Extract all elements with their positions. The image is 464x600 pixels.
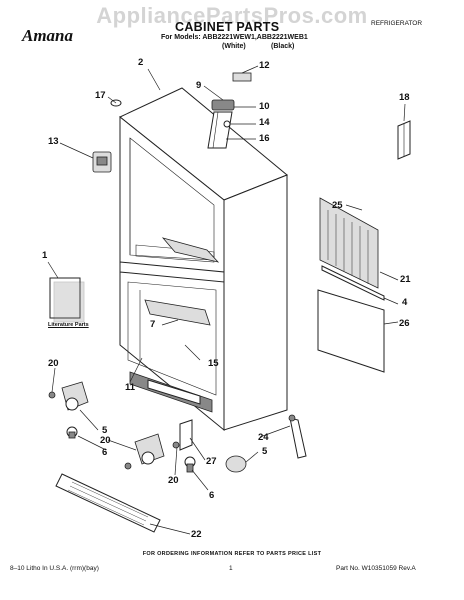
callout-24: 24 bbox=[258, 432, 269, 443]
part-18-bracket bbox=[397, 120, 411, 160]
rear-panels bbox=[317, 197, 385, 373]
category-label: REFRIGERATOR bbox=[371, 20, 423, 27]
callout-21: 21 bbox=[400, 274, 411, 285]
callout-20a: 20 bbox=[48, 358, 59, 369]
callout-9: 9 bbox=[196, 80, 202, 91]
callout-22: 22 bbox=[191, 529, 202, 540]
callout-26: 26 bbox=[399, 318, 410, 329]
watermark-text: AppliancePartsPros.com bbox=[96, 3, 368, 28]
callout-25: 25 bbox=[332, 200, 343, 211]
literature-label: Literature Parts bbox=[48, 322, 89, 328]
callout-15: 15 bbox=[208, 358, 219, 369]
part-13-switch bbox=[92, 151, 112, 173]
callout-10: 10 bbox=[259, 101, 270, 112]
variant-black: (Black) bbox=[271, 43, 295, 50]
callout-12: 12 bbox=[259, 60, 270, 71]
part-22-grille bbox=[55, 473, 161, 533]
page-title: CABINET PARTS bbox=[175, 20, 280, 34]
footer-litho: 8–10 Litho In U.S.A. (rrm)(bay) bbox=[10, 565, 99, 572]
leader-lines bbox=[47, 65, 406, 535]
callout-14: 14 bbox=[259, 117, 270, 128]
callout-17: 17 bbox=[95, 90, 106, 101]
callout-2: 2 bbox=[138, 57, 144, 68]
callout-20c: 20 bbox=[168, 475, 179, 486]
callout-5a: 5 bbox=[102, 425, 108, 436]
callout-13: 13 bbox=[48, 136, 59, 147]
callout-27: 27 bbox=[206, 456, 217, 467]
part-number: Part No. W10351059 Rev.A bbox=[336, 565, 416, 572]
variant-white: (White) bbox=[222, 43, 246, 50]
caster-right bbox=[134, 433, 196, 473]
callout-5b: 5 bbox=[262, 446, 268, 457]
screw-20c bbox=[172, 441, 180, 449]
callout-11: 11 bbox=[125, 382, 136, 393]
models-line: For Models: ABB2221WEW1,ABB2221WEB1 bbox=[161, 34, 308, 41]
callout-6b: 6 bbox=[209, 490, 215, 501]
page-number: 1 bbox=[229, 565, 233, 572]
callout-18: 18 bbox=[399, 92, 410, 103]
part-24-roller bbox=[288, 414, 307, 459]
part-27-bracket bbox=[179, 419, 193, 451]
screw-20b bbox=[124, 462, 132, 470]
callout-7: 7 bbox=[150, 319, 156, 330]
caster-left bbox=[61, 381, 89, 439]
callout-16: 16 bbox=[259, 133, 270, 144]
literature-booklet bbox=[49, 277, 81, 319]
cabinet-shell bbox=[119, 87, 288, 432]
leveler-5-right bbox=[225, 455, 247, 473]
ordering-note: FOR ORDERING INFORMATION REFER TO PARTS … bbox=[142, 551, 322, 557]
callout-20b: 20 bbox=[100, 435, 111, 446]
screw-20a bbox=[48, 391, 56, 399]
callout-1: 1 bbox=[42, 250, 48, 261]
callout-6a: 6 bbox=[102, 447, 108, 458]
brand-logo: Amana bbox=[22, 26, 74, 45]
callout-4: 4 bbox=[402, 297, 408, 308]
